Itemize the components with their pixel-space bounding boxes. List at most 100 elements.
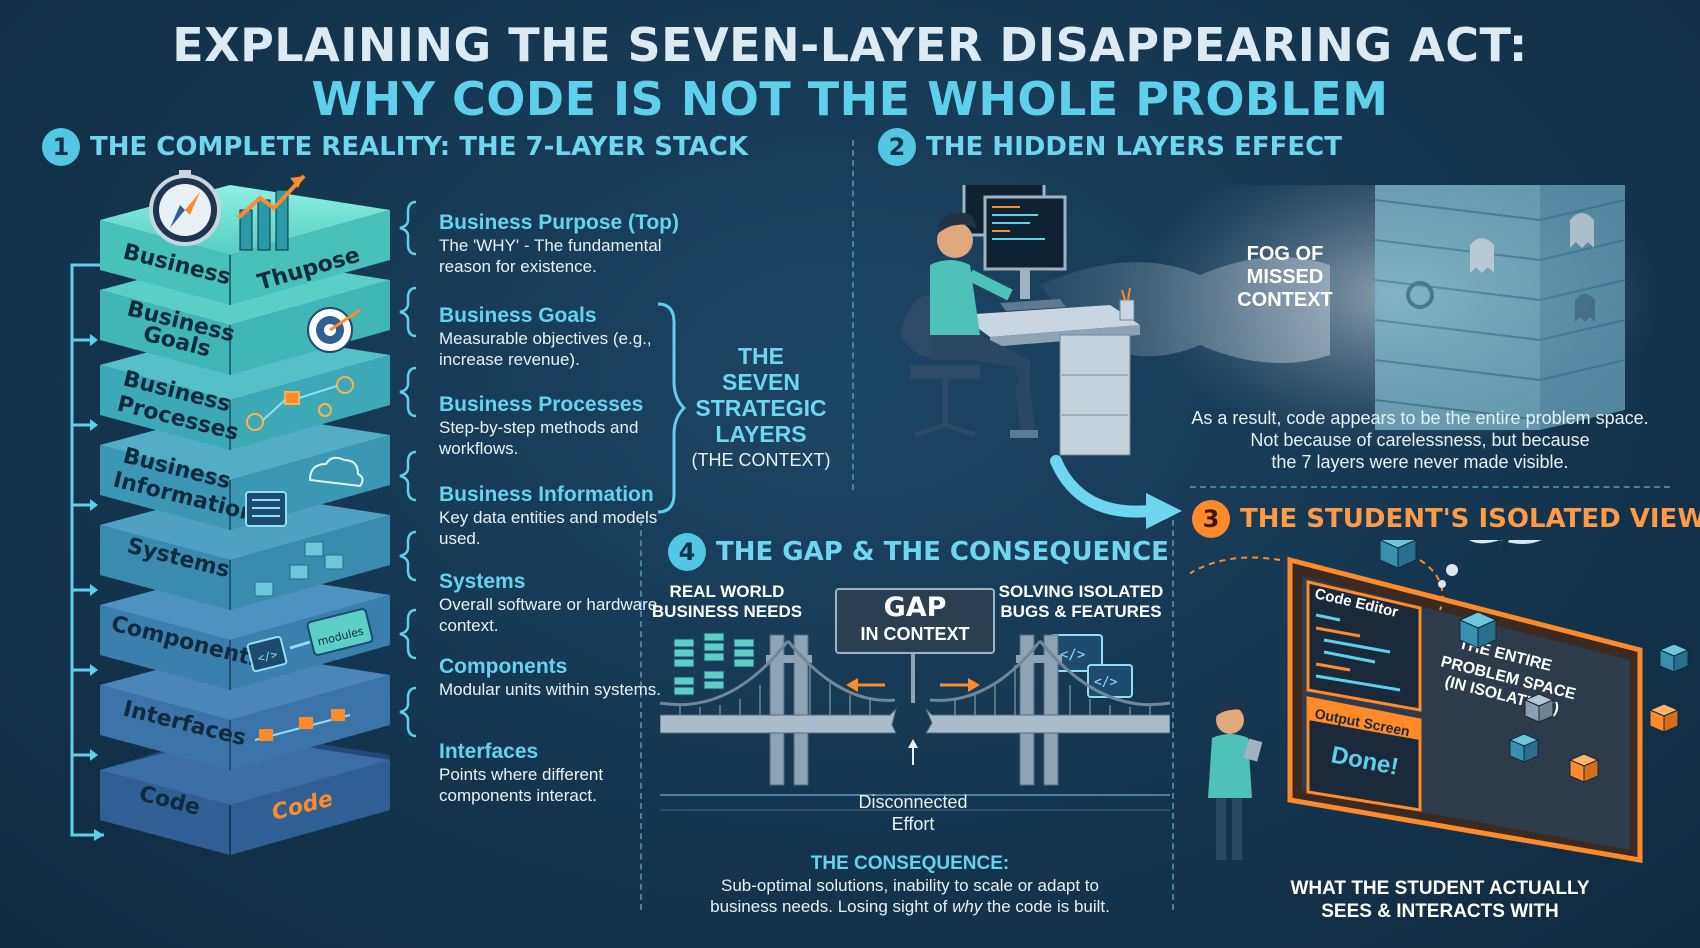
compass-icon [149, 170, 221, 246]
disconnected-line-2: Effort [891, 814, 935, 834]
title-line-1: EXPLAINING THE SEVEN-LAYER DISAPPEARING … [172, 18, 1528, 72]
isolated-view-illustration: Code Editor Output Screen Done! THE ENTI… [1190, 540, 1690, 863]
consequence-title: THE CONSEQUENCE: [810, 853, 1010, 874]
consequence-why: why [952, 897, 983, 916]
description-heading: Components [439, 655, 568, 678]
section-1-heading: 1 THE COMPLETE REALITY: THE 7-LAYER STAC… [42, 128, 748, 166]
question-mark: ? [1496, 540, 1516, 561]
fog-label: FOG OF MISSED CONTEXT [1220, 243, 1350, 312]
isolated-bugs-line-2: BUGS & FEATURES [1000, 602, 1162, 621]
gap-bridge-illustration: </> </> [660, 632, 1170, 811]
ghost-icon [1575, 294, 1595, 322]
section-4-number: 4 [668, 533, 706, 571]
systems-diagram-icon [254, 541, 344, 597]
developer-at-desk [900, 185, 1140, 456]
description-business-processes: Business Processes Step-by-step methods … [439, 393, 671, 459]
stack-arrow-heads [90, 334, 104, 841]
disconnected-line-1: Disconnected [858, 792, 968, 812]
description-heading: Interfaces [439, 740, 539, 763]
data-stacks-icon [673, 632, 755, 696]
gear-icon [1406, 281, 1434, 309]
section-1-title: THE COMPLETE REALITY: THE 7-LAYER STACK [90, 132, 749, 162]
description-components: Components Modular units within systems. [439, 655, 671, 700]
section-3-heading: 3 THE STUDENT'S ISOLATED VIEW [1192, 500, 1700, 538]
consequence-line-2: business needs. Losing sight of why the … [660, 896, 1160, 917]
components-modules-icon: </> modules [246, 608, 374, 673]
real-world-line-1: REAL WORLD [669, 582, 785, 601]
student-view-caption: WHAT THE STUDENT ACTUALLY SEES & INTERAC… [1270, 877, 1610, 923]
strategic-layers-label: THE SEVEN STRATEGIC LAYERS (THE CONTEXT) [680, 343, 842, 473]
strategic-line-2: SEVEN [722, 369, 800, 395]
caption-line-1: As a result, code appears to be the enti… [1191, 408, 1649, 428]
strategic-line-3: STRATEGIC [695, 395, 827, 421]
description-heading: Business Goals [439, 304, 597, 327]
description-body: The 'WHY' - The fundamental reason for e… [439, 236, 662, 276]
code-window-glyph: </> [1060, 647, 1085, 663]
student-figure [1208, 699, 1263, 860]
description-heading: Business Processes [439, 393, 644, 416]
title-line-2: WHY CODE IS NOT THE WHOLE PROBLEM [311, 72, 1389, 126]
real-world-label: REAL WORLD BUSINESS NEEDS [650, 582, 804, 622]
gap-sign-title: GAP [883, 592, 947, 623]
section-2-number: 2 [878, 128, 916, 166]
caption-line-2: Not because of carelessness, but because [1250, 430, 1590, 450]
ghost-icon [1570, 213, 1594, 248]
hidden-layers-caption: As a result, code appears to be the enti… [1170, 407, 1670, 473]
goals-target-icon [307, 307, 361, 353]
description-body: Overall software or hardware context. [439, 595, 658, 635]
strategic-bracket [657, 302, 687, 514]
student-caption-line-2: SEES & INTERACTS WITH [1321, 901, 1559, 922]
description-body: Step-by-step methods and workflows. [439, 418, 639, 458]
description-business-purpose: Business Purpose (Top) The 'WHY' - The f… [439, 211, 679, 277]
description-systems: Systems Overall software or hardware con… [439, 570, 671, 636]
gap-sign: GAP IN CONTEXT [835, 588, 995, 654]
strategic-sub: (THE CONTEXT) [691, 450, 831, 470]
section-1-number: 1 [42, 128, 80, 166]
strategic-line-4: LAYERS [715, 421, 807, 447]
fog-label-line-1: FOG OF [1246, 243, 1324, 265]
section-3-number: 3 [1192, 500, 1230, 538]
description-body: Modular units within systems. [439, 680, 662, 699]
thought-cloud-icon [1438, 540, 1542, 588]
bridge-left-half [660, 634, 897, 786]
floating-cubes [1378, 540, 1690, 783]
caption-line-3: the 7 layers were never made visible. [1271, 452, 1569, 472]
fog-label-line-2: MISSED [1246, 266, 1324, 288]
student-caption-line-1: WHAT THE STUDENT ACTUALLY [1290, 878, 1590, 899]
description-brackets [399, 200, 417, 738]
description-body: Points where different components intera… [439, 765, 604, 805]
isolated-bugs-label: SOLVING ISOLATED BUGS & FEATURES [996, 582, 1166, 622]
section-2-heading: 2 THE HIDDEN LAYERS EFFECT [878, 128, 1342, 166]
gap-sign-subtitle: IN CONTEXT [860, 624, 970, 644]
description-heading: Business Purpose (Top) [439, 211, 679, 234]
disconnected-effort-label: Disconnected Effort [823, 791, 1003, 835]
flow-arrow [1050, 455, 1182, 529]
real-world-line-2: BUSINESS NEEDS [651, 602, 803, 621]
consequence-line-1: Sub-optimal solutions, inability to scal… [721, 876, 1099, 895]
code-window-glyph: </> [1094, 675, 1118, 690]
description-heading: Business Information [439, 483, 654, 506]
monitor-front [983, 195, 1067, 271]
divider-horizontal [1190, 486, 1670, 488]
hidden-stack [1374, 185, 1626, 430]
code-windows-icon: </> </> [1049, 634, 1133, 698]
fog-label-line-3: CONTEXT [1237, 289, 1333, 311]
growth-chart-icon [236, 174, 306, 251]
consequence-line-2-start: business needs. Losing sight of [710, 897, 953, 916]
isolated-bugs-line-1: SOLVING ISOLATED [998, 582, 1164, 601]
section-4-title: THE GAP & THE CONSEQUENCE [716, 537, 1169, 567]
strategic-line-1: THE [738, 343, 784, 369]
section-4-heading: 4 THE GAP & THE CONSEQUENCE [668, 533, 1169, 571]
description-business-goals: Business Goals Measurable objectives (e.… [439, 304, 671, 370]
seven-layer-stack: Code Code Interfaces Components </> modu… [70, 170, 390, 855]
divider-vertical-top [852, 140, 854, 490]
consequence-block: THE CONSEQUENCE: Sub-optimal solutions, … [660, 853, 1160, 917]
processes-workflow-icon [246, 376, 354, 431]
ghost-icon [1470, 238, 1494, 273]
consequence-line-2-end: the code is built. [982, 897, 1110, 916]
description-body: Key data entities and models used. [439, 508, 658, 548]
components-code-glyph: </> [256, 648, 279, 666]
description-business-information: Business Information Key data entities a… [439, 483, 671, 549]
information-data-icon [245, 456, 364, 527]
stack-flow-bracket [70, 263, 104, 837]
